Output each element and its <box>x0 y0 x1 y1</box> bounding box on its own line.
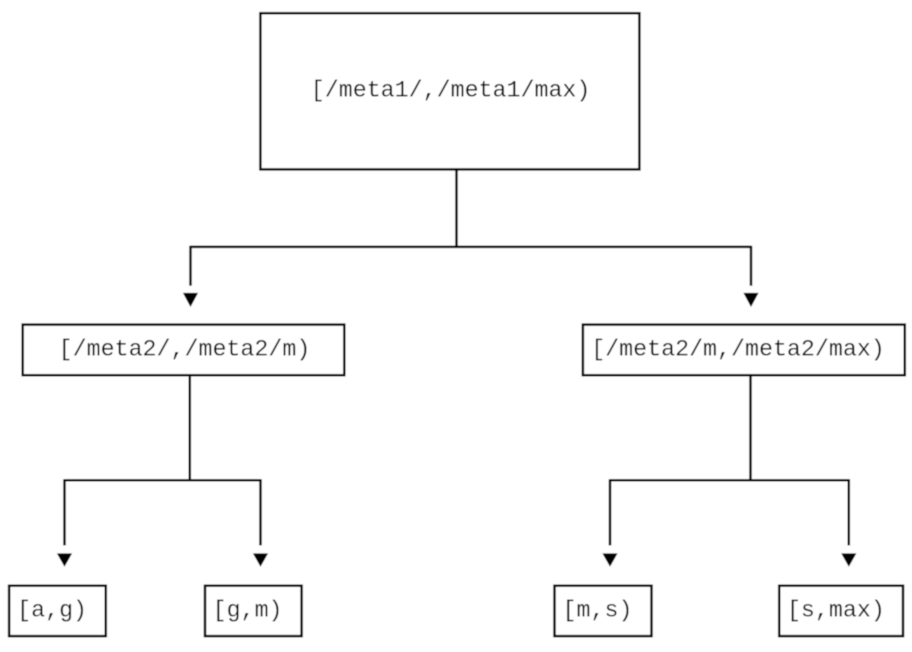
svg-text:[g,m): [g,m) <box>213 598 283 624</box>
svg-text:[/meta2/m,/meta2/max): [/meta2/m,/meta2/max) <box>591 337 885 363</box>
svg-text:[m,s): [m,s) <box>563 598 633 624</box>
svg-text:[a,g): [a,g) <box>17 598 87 624</box>
svg-text:[/meta1/,/meta1/max): [/meta1/,/meta1/max) <box>311 78 591 104</box>
svg-text:[/meta2/,/meta2/m): [/meta2/,/meta2/m) <box>59 337 311 363</box>
svg-text:[s,max): [s,max) <box>787 598 885 624</box>
